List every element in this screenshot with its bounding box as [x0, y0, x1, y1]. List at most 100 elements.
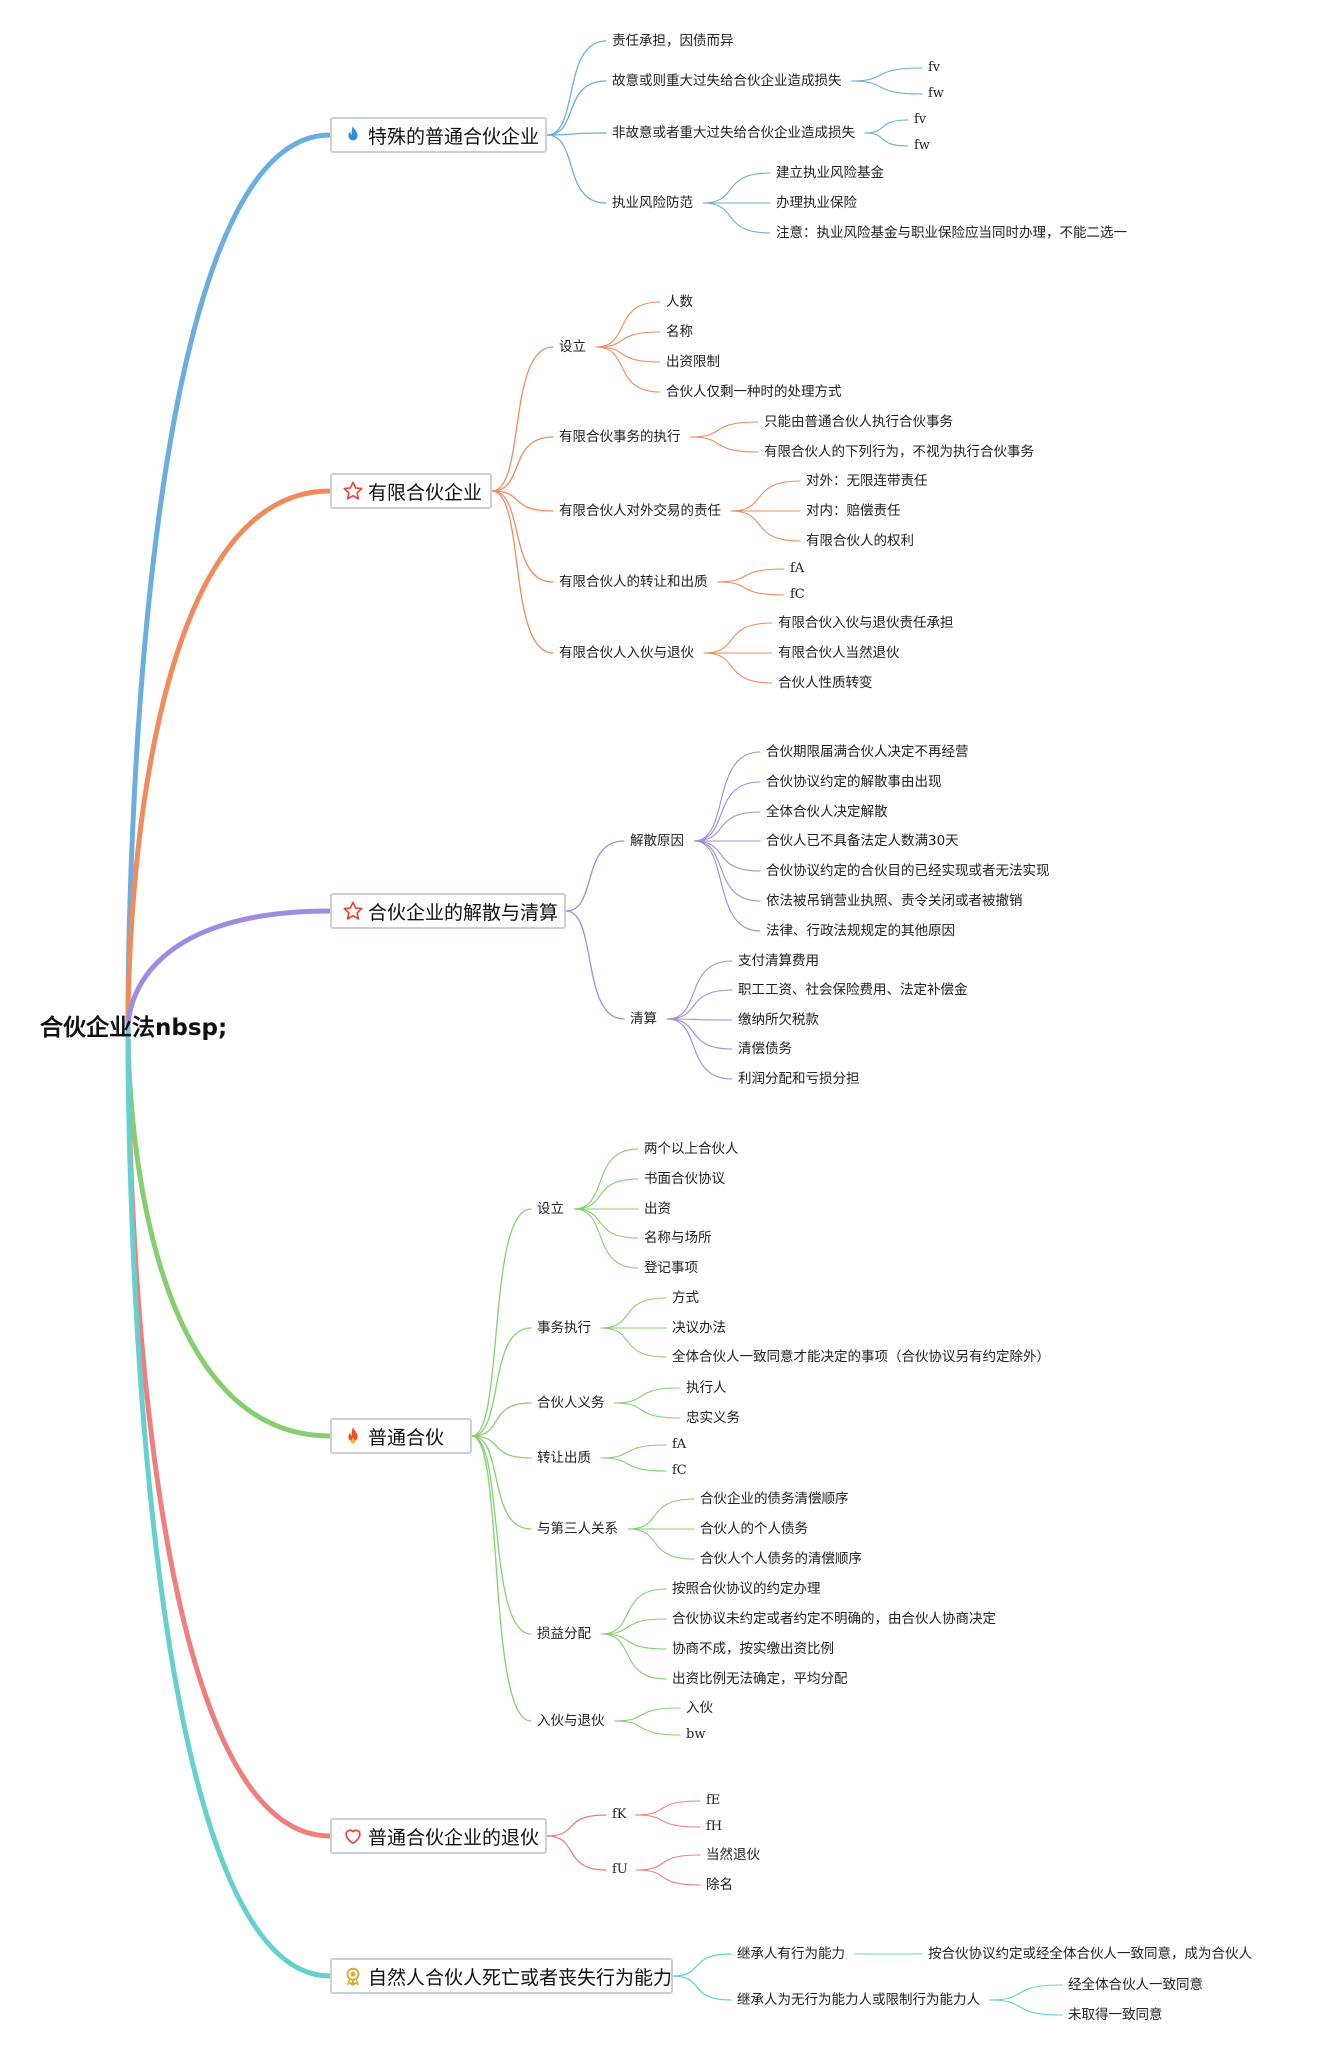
node-b3-1-0[interactable]: 支付清算费用 — [738, 953, 819, 969]
node-b1-2-1[interactable]: fw — [914, 138, 930, 153]
node-b4-5-3[interactable]: 出资比例无法确定，平均分配 — [672, 1671, 848, 1687]
node-b4-0-2[interactable]: 出资 — [644, 1201, 671, 1217]
node-b3-0-1[interactable]: 合伙协议约定的解散事由出现 — [766, 774, 942, 790]
node-b1-1-1[interactable]: fw — [928, 86, 944, 101]
node-b2-0-3[interactable]: 合伙人仅剩一种时的处理方式 — [666, 384, 842, 400]
topic-b1[interactable]: 特殊的普通合伙企业 — [330, 117, 547, 153]
node-b4-0-1[interactable]: 书面合伙协议 — [644, 1171, 725, 1187]
node-b5-0-1[interactable]: fH — [706, 1819, 723, 1834]
node-b1-0[interactable]: 责任承担，因债而异 — [612, 33, 734, 49]
node-b2-1-1[interactable]: 有限合伙人的下列行为，不视为执行合伙事务 — [764, 444, 1034, 460]
node-b4-2-0[interactable]: 执行人 — [686, 1380, 727, 1396]
node-b3-0-2[interactable]: 全体合伙人决定解散 — [766, 804, 888, 820]
node-b2-1-0[interactable]: 只能由普通合伙人执行合伙事务 — [764, 414, 953, 430]
node-b4-4-2[interactable]: 合伙人个人债务的清偿顺序 — [700, 1551, 862, 1567]
award-medal-icon — [342, 1965, 364, 1987]
connector-line — [546, 1814, 607, 1837]
node-b4-1-1[interactable]: 决议办法 — [672, 1320, 726, 1336]
node-b2-2[interactable]: 有限合伙人对外交易的责任 — [559, 503, 721, 519]
node-b2-4-1[interactable]: 有限合伙人当然退伙 — [778, 645, 900, 661]
node-b4-2-1[interactable]: 忠实义务 — [686, 1410, 740, 1426]
node-b3-0-4[interactable]: 合伙协议约定的合伙目的已经实现或者无法实现 — [766, 863, 1050, 879]
node-b4-4-0[interactable]: 合伙企业的债务清偿顺序 — [700, 1491, 849, 1507]
node-b2-4-0[interactable]: 有限合伙入伙与退伙责任承担 — [778, 615, 954, 631]
node-b3-1-2[interactable]: 缴纳所欠税款 — [738, 1012, 819, 1028]
node-b4-0-4[interactable]: 登记事项 — [644, 1260, 698, 1276]
node-b2-3[interactable]: 有限合伙人的转让和出质 — [559, 574, 708, 590]
node-b4-2[interactable]: 合伙人义务 — [537, 1395, 605, 1411]
node-b4-0-3[interactable]: 名称与场所 — [644, 1230, 712, 1246]
node-b4-6-1[interactable]: bw — [686, 1727, 706, 1742]
topic-b3[interactable]: 合伙企业的解散与清算 — [330, 893, 566, 929]
node-b5-1[interactable]: fU — [612, 1862, 628, 1877]
node-b2-4-2[interactable]: 合伙人性质转变 — [778, 675, 873, 691]
node-b2-0-1[interactable]: 名称 — [666, 324, 693, 340]
node-b4-5-2[interactable]: 协商不成，按实缴出资比例 — [672, 1641, 834, 1657]
node-b3-0-5[interactable]: 依法被吊销营业执照、责令关闭或者被撤销 — [766, 893, 1023, 909]
node-b1-3-0[interactable]: 建立执业风险基金 — [776, 165, 884, 181]
node-b4-4[interactable]: 与第三人关系 — [537, 1521, 618, 1537]
connector-line — [864, 132, 909, 147]
node-b3-1-4[interactable]: 利润分配和亏损分担 — [738, 1071, 860, 1087]
node-b4-6-0[interactable]: 入伙 — [686, 1700, 713, 1716]
node-b3-0-0[interactable]: 合伙期限届满合伙人决定不再经营 — [766, 744, 969, 760]
node-b6-1-1[interactable]: 未取得一致同意 — [1068, 2007, 1163, 2023]
node-b1-2-0[interactable]: fv — [914, 112, 927, 127]
node-b4-1-0[interactable]: 方式 — [672, 1290, 699, 1306]
node-b3-1-3[interactable]: 清偿债务 — [738, 1041, 792, 1057]
connector-line — [125, 488, 333, 1031]
node-b6-1-0[interactable]: 经全体合伙人一致同意 — [1068, 1977, 1203, 1993]
node-b6-0-0[interactable]: 按合伙协议约定或经全体合伙人一致同意，成为合伙人 — [928, 1946, 1252, 1962]
node-b4-0[interactable]: 设立 — [537, 1201, 564, 1217]
node-b5-1-1[interactable]: 除名 — [706, 1877, 733, 1893]
topic-b6[interactable]: 自然人合伙人死亡或者丧失行为能力 — [330, 1958, 673, 1994]
node-b3-0[interactable]: 解散原因 — [630, 833, 684, 849]
node-b4-3-0[interactable]: fA — [672, 1437, 687, 1452]
node-b2-2-1[interactable]: 对内：赔偿责任 — [806, 503, 901, 519]
node-b4-1[interactable]: 事务执行 — [537, 1320, 591, 1336]
node-b4-4-1[interactable]: 合伙人的个人债务 — [700, 1521, 808, 1537]
node-b1-1-0[interactable]: fv — [928, 60, 941, 75]
node-b2-4[interactable]: 有限合伙人入伙与退伙 — [559, 645, 694, 661]
node-b2-0[interactable]: 设立 — [559, 339, 586, 355]
node-b4-5[interactable]: 损益分配 — [537, 1626, 591, 1642]
node-b2-1[interactable]: 有限合伙事务的执行 — [559, 429, 681, 445]
node-b1-1[interactable]: 故意或则重大过失给合伙企业造成损失 — [612, 73, 842, 89]
node-b3-0-6[interactable]: 法律、行政法规规定的其他原因 — [766, 923, 955, 939]
connector-line — [864, 119, 909, 134]
node-b1-3-2[interactable]: 注意：执业风险基金与职业保险应当同时办理，不能二选一 — [776, 225, 1127, 241]
node-b2-2-2[interactable]: 有限合伙人的权利 — [806, 533, 914, 549]
node-b3-1[interactable]: 清算 — [630, 1011, 657, 1027]
node-b1-2[interactable]: 非故意或者重大过失给合伙企业造成损失 — [612, 125, 855, 141]
connector-line — [125, 1025, 333, 1979]
topic-b5[interactable]: 普通合伙企业的退伙 — [330, 1818, 547, 1854]
node-b4-3-1[interactable]: fC — [672, 1463, 687, 1478]
connector-line — [471, 1327, 532, 1437]
node-b2-3-1[interactable]: fC — [790, 587, 805, 602]
node-b3-1-1[interactable]: 职工工资、社会保险费用、法定补偿金 — [738, 982, 968, 998]
node-b4-0-0[interactable]: 两个以上合伙人 — [644, 1141, 739, 1157]
node-b2-2-0[interactable]: 对外：无限连带责任 — [806, 473, 928, 489]
node-b5-1-0[interactable]: 当然退伙 — [706, 1847, 760, 1863]
node-b4-3[interactable]: 转让出质 — [537, 1450, 591, 1466]
node-b6-0[interactable]: 继承人有行为能力 — [737, 1946, 845, 1962]
node-b4-1-2[interactable]: 全体合伙人一致同意才能决定的事项（合伙协议另有约定除外） — [672, 1349, 1050, 1365]
node-b5-0-0[interactable]: fE — [706, 1793, 721, 1808]
node-b2-0-2[interactable]: 出资限制 — [666, 354, 720, 370]
node-b4-5-0[interactable]: 按照合伙协议的约定办理 — [672, 1581, 821, 1597]
node-b5-0[interactable]: fK — [612, 1807, 627, 1822]
node-b1-3-1[interactable]: 办理执业保险 — [776, 195, 857, 211]
connector-line — [989, 1999, 1063, 2016]
node-b2-3-0[interactable]: fA — [790, 561, 805, 576]
node-b6-1[interactable]: 继承人为无行为能力人或限制行为能力人 — [737, 1992, 980, 2008]
topic-b4[interactable]: 普通合伙 — [330, 1418, 472, 1454]
node-b3-0-3[interactable]: 合伙人已不具备法定人数满30天 — [766, 833, 959, 849]
root-topic[interactable]: 合伙企业法nbsp; — [40, 1015, 228, 1041]
node-b4-5-1[interactable]: 合伙协议未约定或者约定不明确的，由合伙人协商决定 — [672, 1611, 996, 1627]
connector-line — [546, 134, 607, 204]
topic-b2[interactable]: 有限合伙企业 — [330, 473, 492, 509]
node-b2-0-0[interactable]: 人数 — [666, 294, 693, 310]
node-b4-6[interactable]: 入伙与退伙 — [537, 1713, 605, 1729]
connector-line — [125, 908, 333, 1031]
node-b1-3[interactable]: 执业风险防范 — [612, 195, 693, 211]
